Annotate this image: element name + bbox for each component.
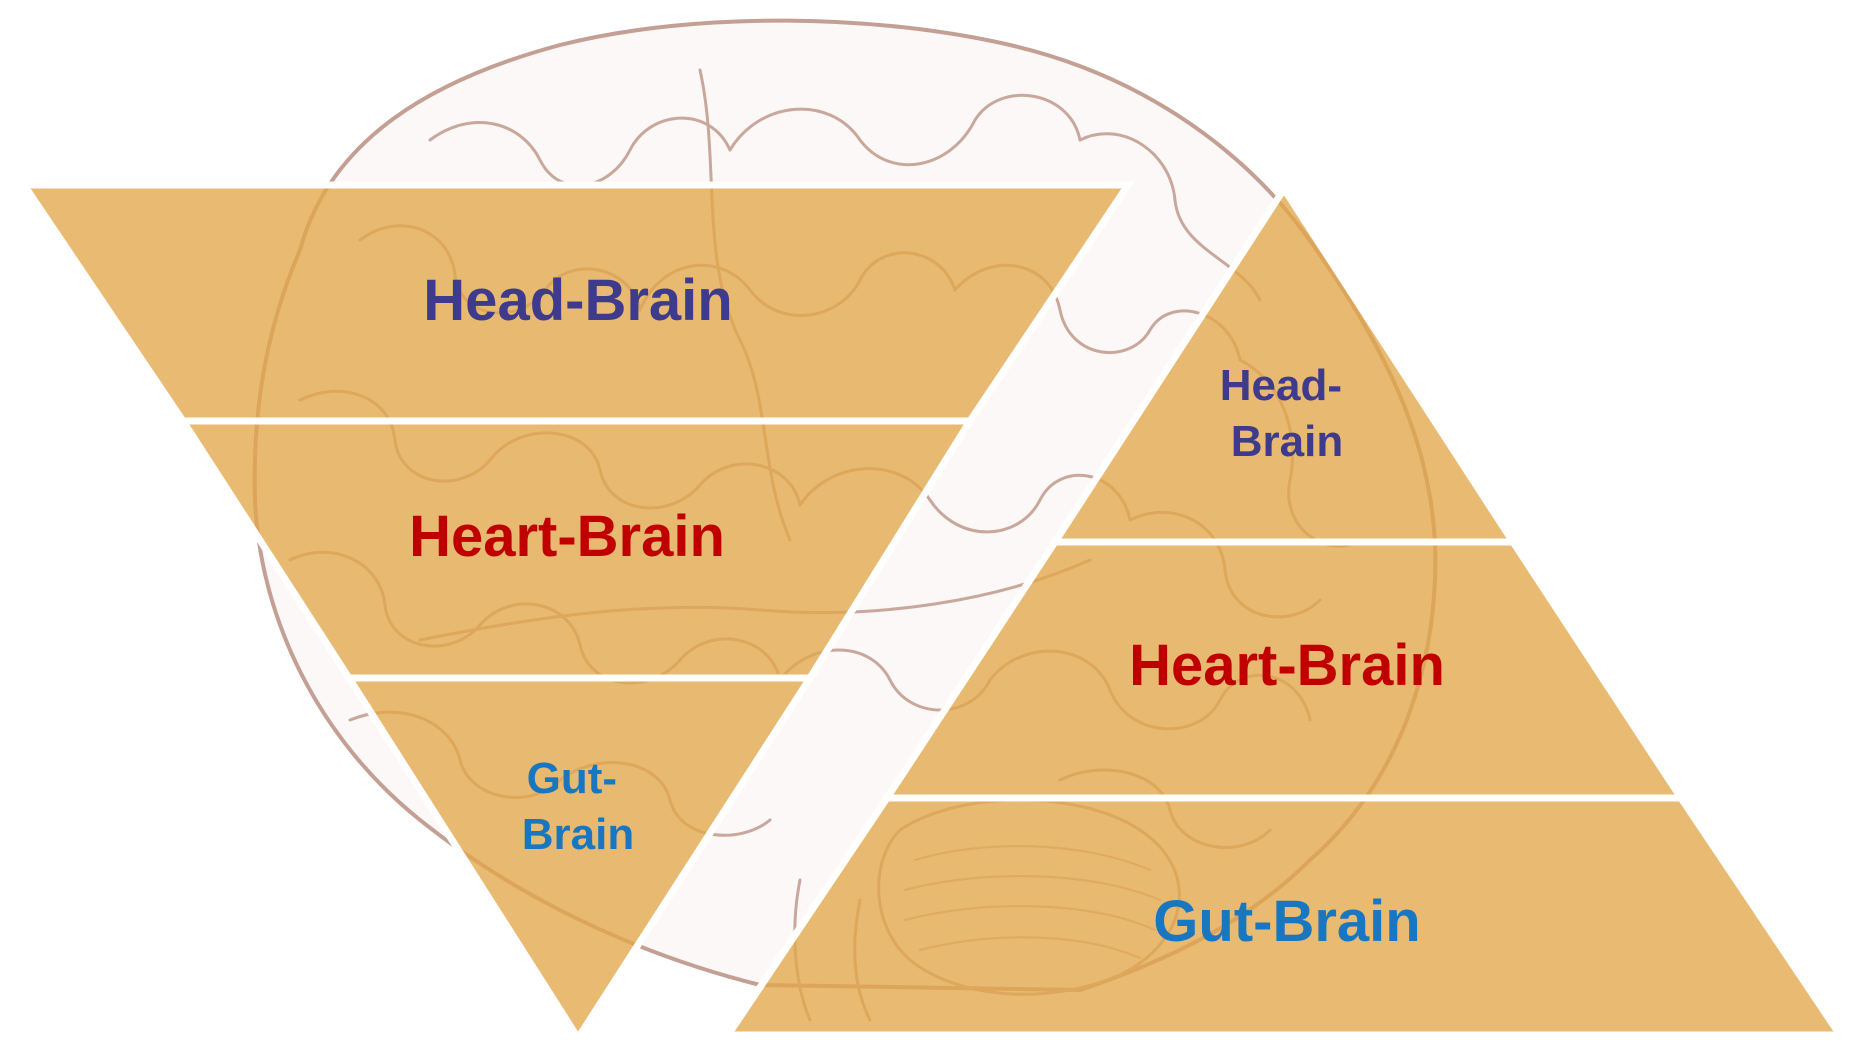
upright-heart-brain-label: Heart-Brain [1129,633,1445,698]
inverted-head-brain-label: Head-Brain [423,268,732,333]
inverted-heart-brain-label: Heart-Brain [409,504,725,569]
upright-gut-brain-label: Gut-Brain [1153,889,1420,954]
